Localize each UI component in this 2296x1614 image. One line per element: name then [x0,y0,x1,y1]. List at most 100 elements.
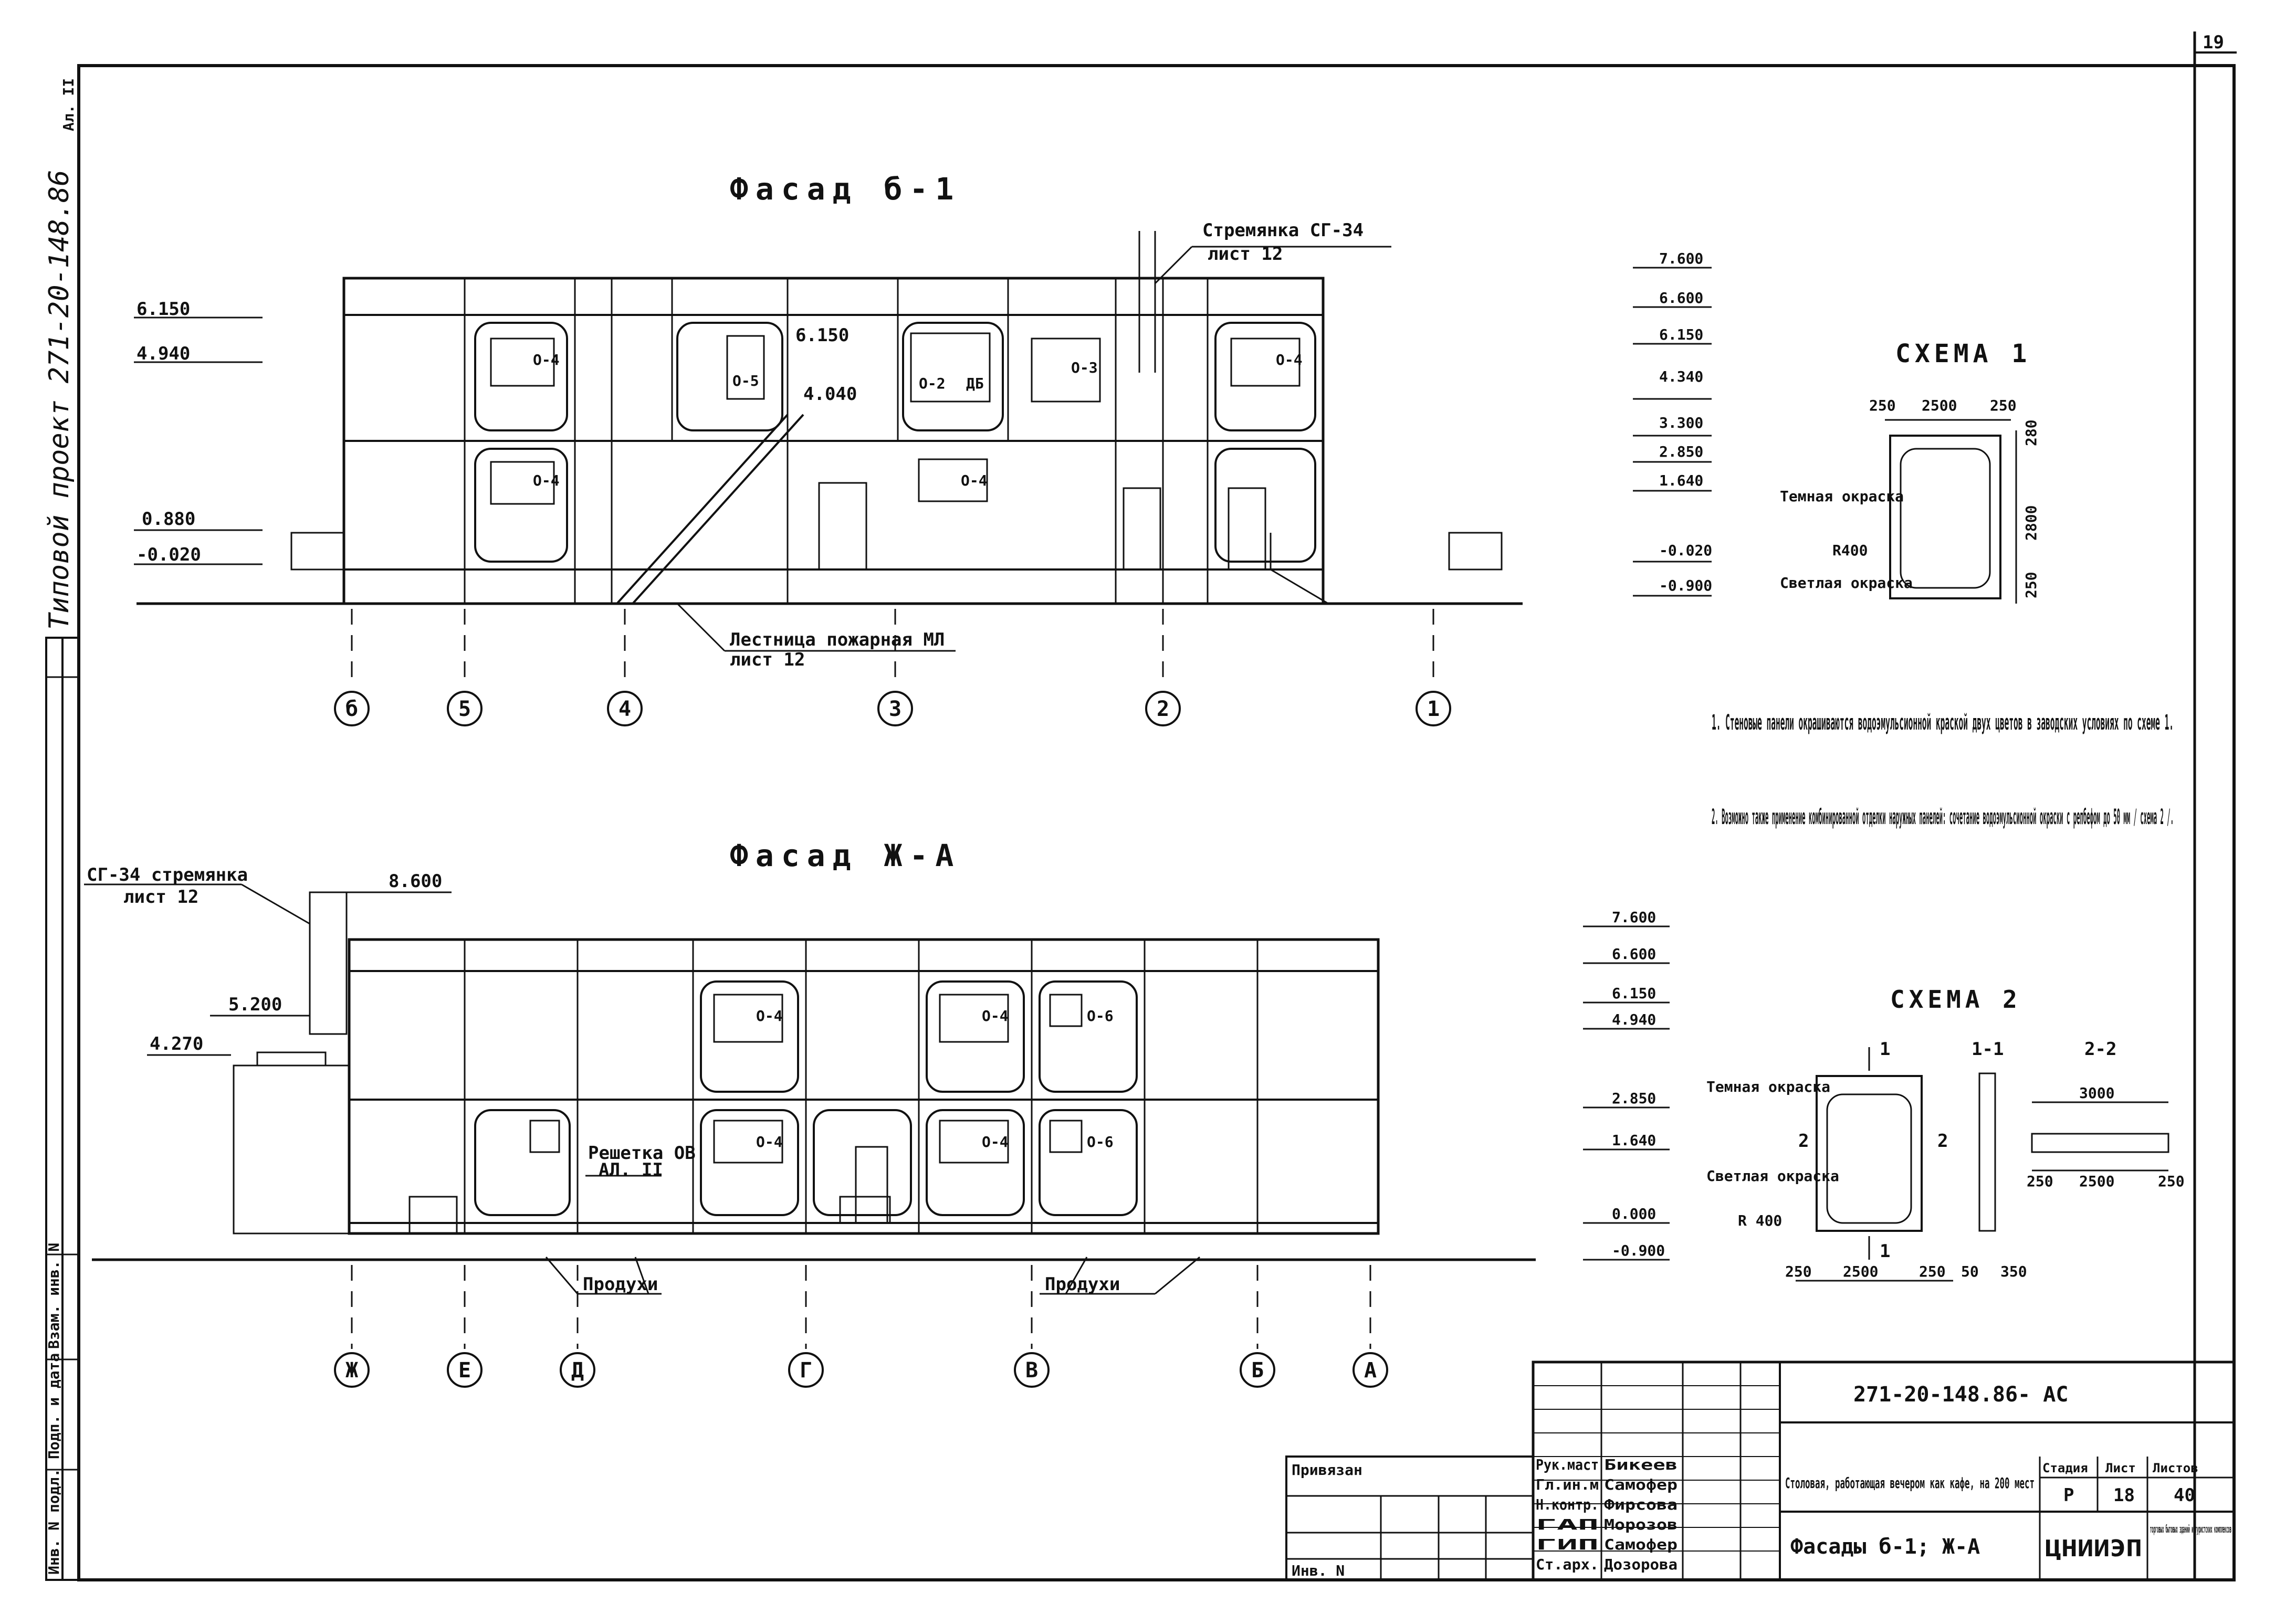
facade1-ladder-label: Стремянка СГ-34 [1202,220,1364,241]
scheme1-dim-6: 250 [2022,572,2040,598]
facade1-axes [334,609,1451,726]
scheme2-dim-b5: 350 [2000,1263,2027,1280]
scheme2-cut-1-top: 1 [1880,1039,1890,1060]
f1-left-level-2: 4.940 [137,343,190,364]
f1-right-level-2: 6.600 [1659,289,1703,307]
facade2-ladder-sheet: лист 12 [123,887,198,908]
f1-inner-level-1: 6.150 [795,325,849,346]
f2-right-level-3: 6.150 [1612,985,1656,1002]
f1-window-1: О-4 [533,351,560,368]
stamp-sheet: 18 [2113,1485,2135,1506]
stamp-code: 271-20-148.86- АС [1853,1383,2068,1407]
facade1-right-levels [1633,267,1712,597]
f1-axis-2: 5 [458,697,471,721]
stamp-tied: Привязан [1292,1461,1362,1479]
f1-inner-level-2: 4.040 [803,384,857,405]
f1-axis-3: 4 [618,697,631,721]
facade2-building [84,883,1536,1295]
f2-axis-3: Д [571,1358,584,1383]
facade1-stair-sheet: лист 12 [730,649,805,670]
stamp-name-5: Самофер [1604,1536,1678,1553]
f1-right-level-5: 3.300 [1659,414,1703,431]
stamp-role-1: Рук.маст [1536,1456,1599,1473]
scheme1-title: СХЕМА 1 [1895,339,2031,368]
f2-right-level-1: 7.600 [1612,909,1656,926]
f2-right-level-6: 1.640 [1612,1132,1656,1149]
scheme2-dim2-1: 250 [2027,1173,2053,1190]
scheme2-dim-total: 3000 [2079,1084,2114,1102]
scheme1-light: Светлая окраска [1780,574,1913,592]
stamp-org2: торговых бытовых зданий и туристских ком… [2150,1523,2231,1535]
f2-window-1: О-4 [756,1007,783,1025]
f1-window-8: О-4 [961,472,988,489]
side-col-3: Взам. инв. N [45,1243,62,1349]
scheme1-dim-3: 250 [1990,397,2017,414]
facade2-title: Фасад Ж-А [730,838,961,873]
scheme2-section-1: 1-1 [1972,1039,2004,1060]
f2-right-level-8: -0.900 [1612,1242,1665,1259]
stamp-stage-header: Стадия [2042,1461,2088,1475]
f2-right-level-4: 4.940 [1612,1011,1656,1028]
f2-window-5: О-4 [982,1133,1009,1151]
scheme2-dim2-3: 250 [2158,1173,2185,1190]
scheme2-cut-1-bottom: 1 [1880,1241,1890,1262]
scheme2-dim-b1: 250 [1785,1263,1812,1280]
note-1: 1. Стеновые панели окрашиваются водоэмул… [1712,711,2174,735]
f2-window-4: О-4 [756,1133,783,1151]
f1-right-level-8: -0.020 [1659,542,1712,559]
f1-window-5: О-3 [1071,359,1098,376]
stamp-drawing: Фасады б-1; Ж-А [1790,1535,1980,1559]
stamp-name-3: Фирсова [1604,1496,1678,1513]
facade2-grille-label: Решетка ОВ [588,1143,696,1164]
f1-right-level-4: 4.340 [1659,368,1703,385]
facade2-ladder-label: СГ-34 стремянка [87,864,248,885]
f2-window-3: О-6 [1087,1007,1114,1025]
side-col-2: Подп. и дата [45,1353,62,1459]
f1-window-2: О-5 [732,372,759,389]
facade2-vent-2: Продухи [1045,1274,1120,1295]
scheme1-dim-5: 2800 [2022,505,2040,541]
f2-axis-6: Б [1251,1358,1264,1383]
stamp-role-5: ГИП [1536,1536,1599,1553]
f2-left-level-3: 4.270 [150,1033,203,1054]
stamp-sheets-header: Листов [2153,1461,2198,1475]
stamp-name-6: Дозорова [1604,1556,1678,1573]
facade2-vent-1: Продухи [583,1274,658,1295]
stamp-stage: Р [2063,1485,2074,1506]
facade1-stair-label: Лестница пожарная МЛ [730,629,945,650]
f2-window-6: О-6 [1087,1133,1114,1151]
f1-right-level-1: 7.600 [1659,250,1703,267]
facade1-title: Фасад б-1 [730,171,961,207]
f1-axis-6: 1 [1427,697,1440,721]
facade2-grille-sheet: АЛ. II [599,1159,663,1180]
stamp-role-6: Ст.арх. [1536,1556,1599,1573]
f1-right-level-3: 6.150 [1659,326,1703,343]
scheme2-dim-b2: 2500 [1843,1263,1878,1280]
side-stamp: Типовой проект 271-20-148.86 [44,170,75,630]
facade2-axes [334,1265,1388,1388]
title-block [1285,1360,2236,1581]
f1-axis-4: 3 [889,697,901,721]
scheme2-title: СХЕМА 2 [1890,985,2021,1014]
scheme1-radius: R400 [1832,542,1868,559]
scheme1-dark: Темная окраска [1780,488,1904,505]
stamp-role-4: ГАП [1536,1516,1599,1533]
f2-left-level-2: 5.200 [228,994,282,1015]
stamp-name-1: Бикеев [1604,1456,1678,1473]
f2-left-level-1: 8.600 [389,871,442,892]
facade2-right-levels [1583,925,1670,1261]
facade1-left-levels [134,317,263,565]
scheme1-dim-1: 250 [1869,397,1896,414]
scheme1-dim-4: 280 [2022,419,2040,446]
stamp-name-2: Самофер [1604,1476,1678,1493]
stamp-object: Столовая, работающая вечером как кафе, н… [1785,1474,2035,1492]
f2-right-level-2: 6.600 [1612,945,1656,963]
side-col-1: Инв. N подл. [45,1469,62,1575]
scheme1-dim-2: 2500 [1922,397,1957,414]
f2-axis-2: Е [458,1358,471,1383]
side-stamp-album: Ал. II [60,78,77,131]
scheme2-radius: R 400 [1738,1212,1782,1229]
scheme2-section-2: 2-2 [2084,1039,2116,1060]
f1-window-4: ДБ [966,375,984,392]
